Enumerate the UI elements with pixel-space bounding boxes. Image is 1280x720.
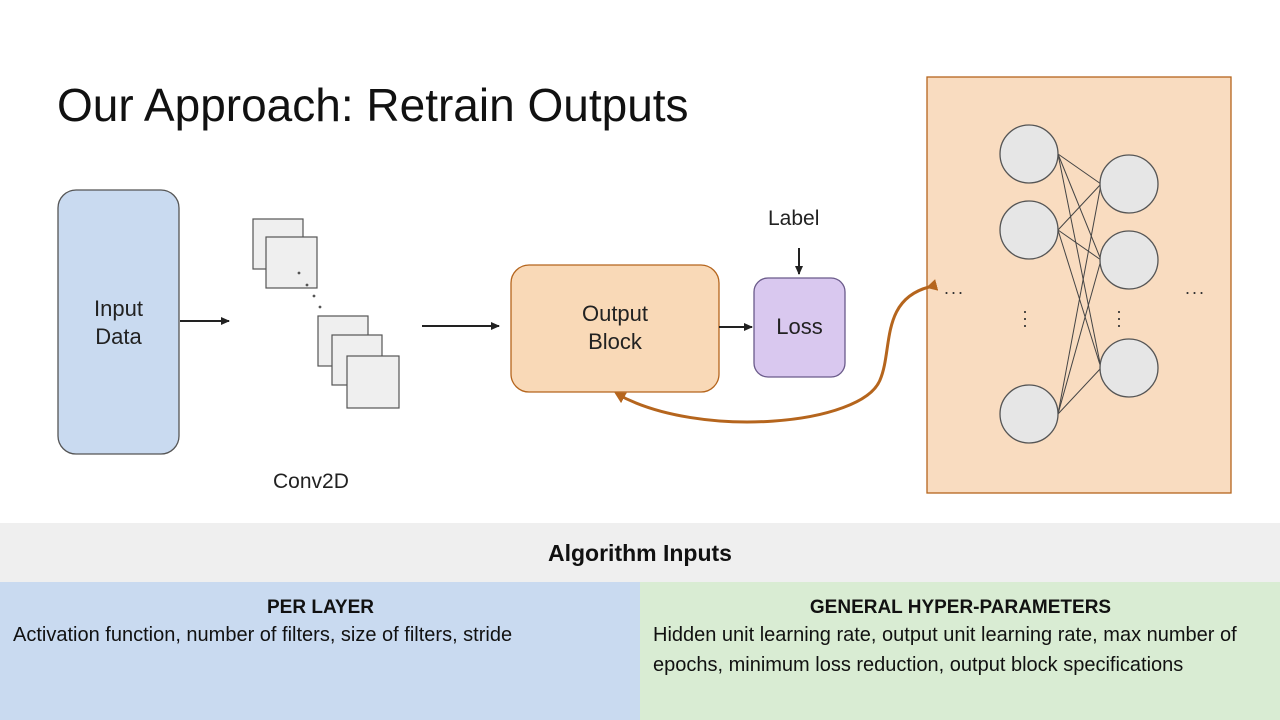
output-node [1099, 230, 1159, 290]
algorithm-inputs-header: Algorithm Inputs [0, 523, 1280, 582]
per-layer-title: PER LAYER [267, 597, 374, 618]
loss-label: Loss [776, 314, 823, 339]
feedback-arrow [614, 279, 939, 424]
network-nodes [999, 124, 1159, 444]
right-ellipsis: ... [1185, 278, 1207, 298]
network-panel [926, 76, 1232, 494]
conv2d-label: Conv2D [273, 470, 349, 493]
general-hyperparameters-panel: GENERAL HYPER-PARAMETERS Hidden unit lea… [640, 582, 1280, 720]
input-data-label: Input Data [94, 296, 143, 349]
hidden-node [999, 384, 1059, 444]
output-node [1099, 338, 1159, 398]
slide-title: Our Approach: Retrain Outputs [57, 79, 689, 131]
network-edges [1057, 153, 1102, 415]
output-node [1099, 154, 1159, 214]
per-layer-body: Activation function, number of filters, … [13, 624, 513, 646]
hidden-node [999, 124, 1059, 184]
conv2d-filters [252, 218, 400, 409]
conv2d-dots [297, 271, 322, 309]
general-hyperparameters-body: Hidden unit learning rate, output unit l… [653, 624, 1237, 676]
output-vertical-ellipsis: ··· [1116, 301, 1122, 335]
hidden-node [999, 200, 1059, 260]
hidden-vertical-ellipsis: ··· [1022, 301, 1028, 335]
general-hyperparameters-title: GENERAL HYPER-PARAMETERS [809, 597, 1112, 618]
input-data-box [57, 189, 180, 455]
output-block-label: Output Block [581, 301, 649, 354]
left-ellipsis: ... [944, 278, 966, 298]
per-layer-panel: PER LAYER Activation function, number of… [0, 582, 640, 720]
label-text: Label [768, 207, 820, 230]
